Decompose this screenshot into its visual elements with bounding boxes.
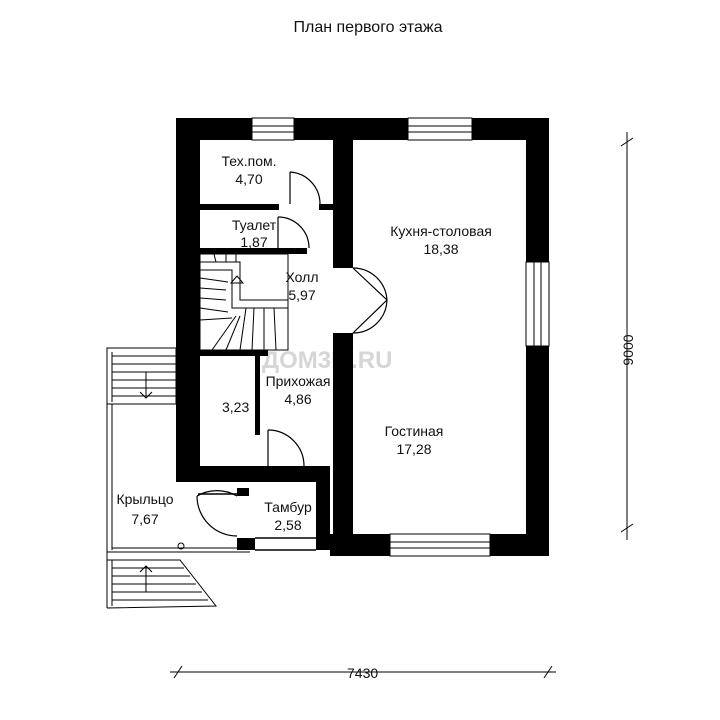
room-tech: Тех.пом. 4,70 [221, 153, 276, 187]
room-entrance-hall: Прихожая 4,86 [266, 373, 331, 407]
room-name: Тамбур [264, 499, 312, 515]
room-area: 2,58 [274, 517, 301, 533]
staircase [199, 253, 289, 351]
hall-width-dimension: 3,23 [222, 399, 249, 415]
room-name: Гостиная [385, 423, 444, 439]
room-area: 5,97 [288, 287, 315, 303]
room-area: 7,67 [131, 511, 158, 527]
room-living: Гостиная 17,28 [385, 423, 444, 457]
room-area: 1,87 [240, 234, 267, 250]
plan-title: План первого этажа [294, 19, 443, 36]
watermark: ДОМ3М.RU [262, 347, 392, 374]
room-tambour: Тамбур 2,58 [264, 499, 312, 533]
room-porch: Крыльцо 7,67 [116, 491, 173, 527]
interior-walls [200, 140, 353, 550]
room-kitchen-dining: Кухня-столовая 18,38 [390, 223, 492, 257]
room-name: Туалет [232, 217, 277, 233]
room-hall: Холл 5,97 [286, 269, 319, 303]
windows [251, 117, 550, 557]
exterior-walls [176, 118, 549, 556]
room-area: 18,38 [423, 241, 458, 257]
room-toilet: Туалет 1,87 [232, 217, 277, 250]
width-dimension-line [170, 665, 556, 679]
width-dimension: 7430 [347, 665, 378, 681]
room-name: Крыльцо [116, 491, 173, 507]
room-name: Тех.пом. [221, 153, 276, 169]
tambour-outline [198, 493, 316, 551]
room-name: Холл [286, 269, 319, 285]
porch [106, 347, 250, 609]
room-area: 17,28 [396, 441, 431, 457]
room-area: 4,86 [284, 391, 311, 407]
room-name: Кухня-столовая [390, 223, 492, 239]
height-dimension-line [620, 132, 634, 540]
doors [196, 171, 388, 537]
height-dimension: 9000 [620, 334, 636, 365]
room-name: Прихожая [266, 373, 331, 389]
room-area: 4,70 [235, 171, 262, 187]
